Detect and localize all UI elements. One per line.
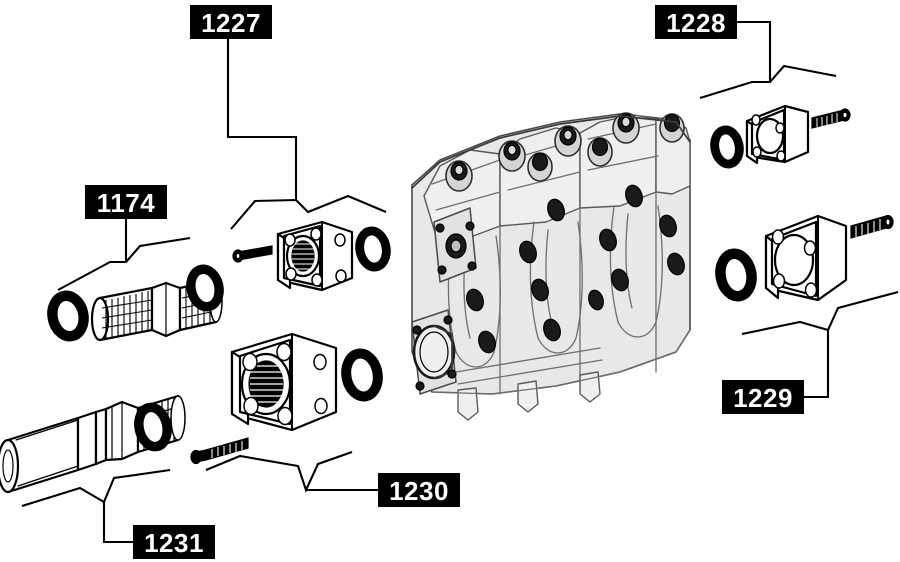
manifold-lower-bore-flange	[411, 309, 457, 395]
callout-1228[interactable]: 1228	[655, 5, 737, 39]
valve-block-body-1230	[230, 332, 338, 432]
manifold-port-openings	[466, 184, 685, 354]
manifold-block	[411, 112, 691, 421]
leader-1228	[699, 20, 837, 100]
bolt-1229	[850, 214, 894, 239]
o-ring-1174-right	[186, 264, 224, 312]
leader-1227	[226, 39, 387, 230]
callout-1227-box[interactable]	[190, 5, 272, 39]
callout-1174[interactable]: 1174	[85, 185, 167, 219]
valve-block-body-1227	[276, 220, 354, 292]
leader-1174	[57, 219, 191, 291]
part-1227-valve-block-small	[232, 220, 391, 292]
callout-1230-box[interactable]	[378, 473, 460, 507]
flange-plate-1229	[764, 214, 848, 302]
o-ring-1231	[134, 402, 172, 452]
bolt-1230	[190, 437, 249, 465]
callout-1229[interactable]: 1229	[722, 380, 804, 414]
callout-1230[interactable]: 1230	[378, 473, 460, 507]
callout-1228-box[interactable]	[655, 5, 737, 39]
bolt-1227	[232, 245, 273, 263]
manifold-bolt-bosses	[445, 112, 685, 192]
flange-plate-1228	[745, 104, 810, 165]
callout-1174-box[interactable]	[85, 185, 167, 219]
manifold-ribs	[447, 191, 663, 395]
o-ring-1227	[355, 226, 391, 272]
callout-1231[interactable]: 1231	[133, 525, 215, 559]
o-ring-1228	[710, 125, 744, 169]
part-1230-valve-block-large	[190, 332, 383, 465]
o-ring-1174-left	[47, 290, 89, 342]
part-1229-cover-flange-large	[715, 214, 894, 302]
part-1231-tube-fitting	[0, 394, 186, 494]
callout-1229-box[interactable]	[722, 380, 804, 414]
part-1228-cover-flange-small	[710, 104, 851, 169]
part-1174-nipple-fitting	[47, 264, 224, 342]
leader-1229	[741, 290, 899, 399]
leader-1231	[21, 468, 171, 544]
o-ring-1229	[715, 248, 757, 302]
bolt-1228	[811, 108, 851, 129]
manifold-upper-mount-pad	[433, 207, 477, 283]
leader-1230	[205, 451, 378, 493]
o-ring-1230	[341, 348, 383, 402]
callout-1231-box[interactable]	[133, 525, 215, 559]
callout-1227[interactable]: 1227	[190, 5, 272, 39]
